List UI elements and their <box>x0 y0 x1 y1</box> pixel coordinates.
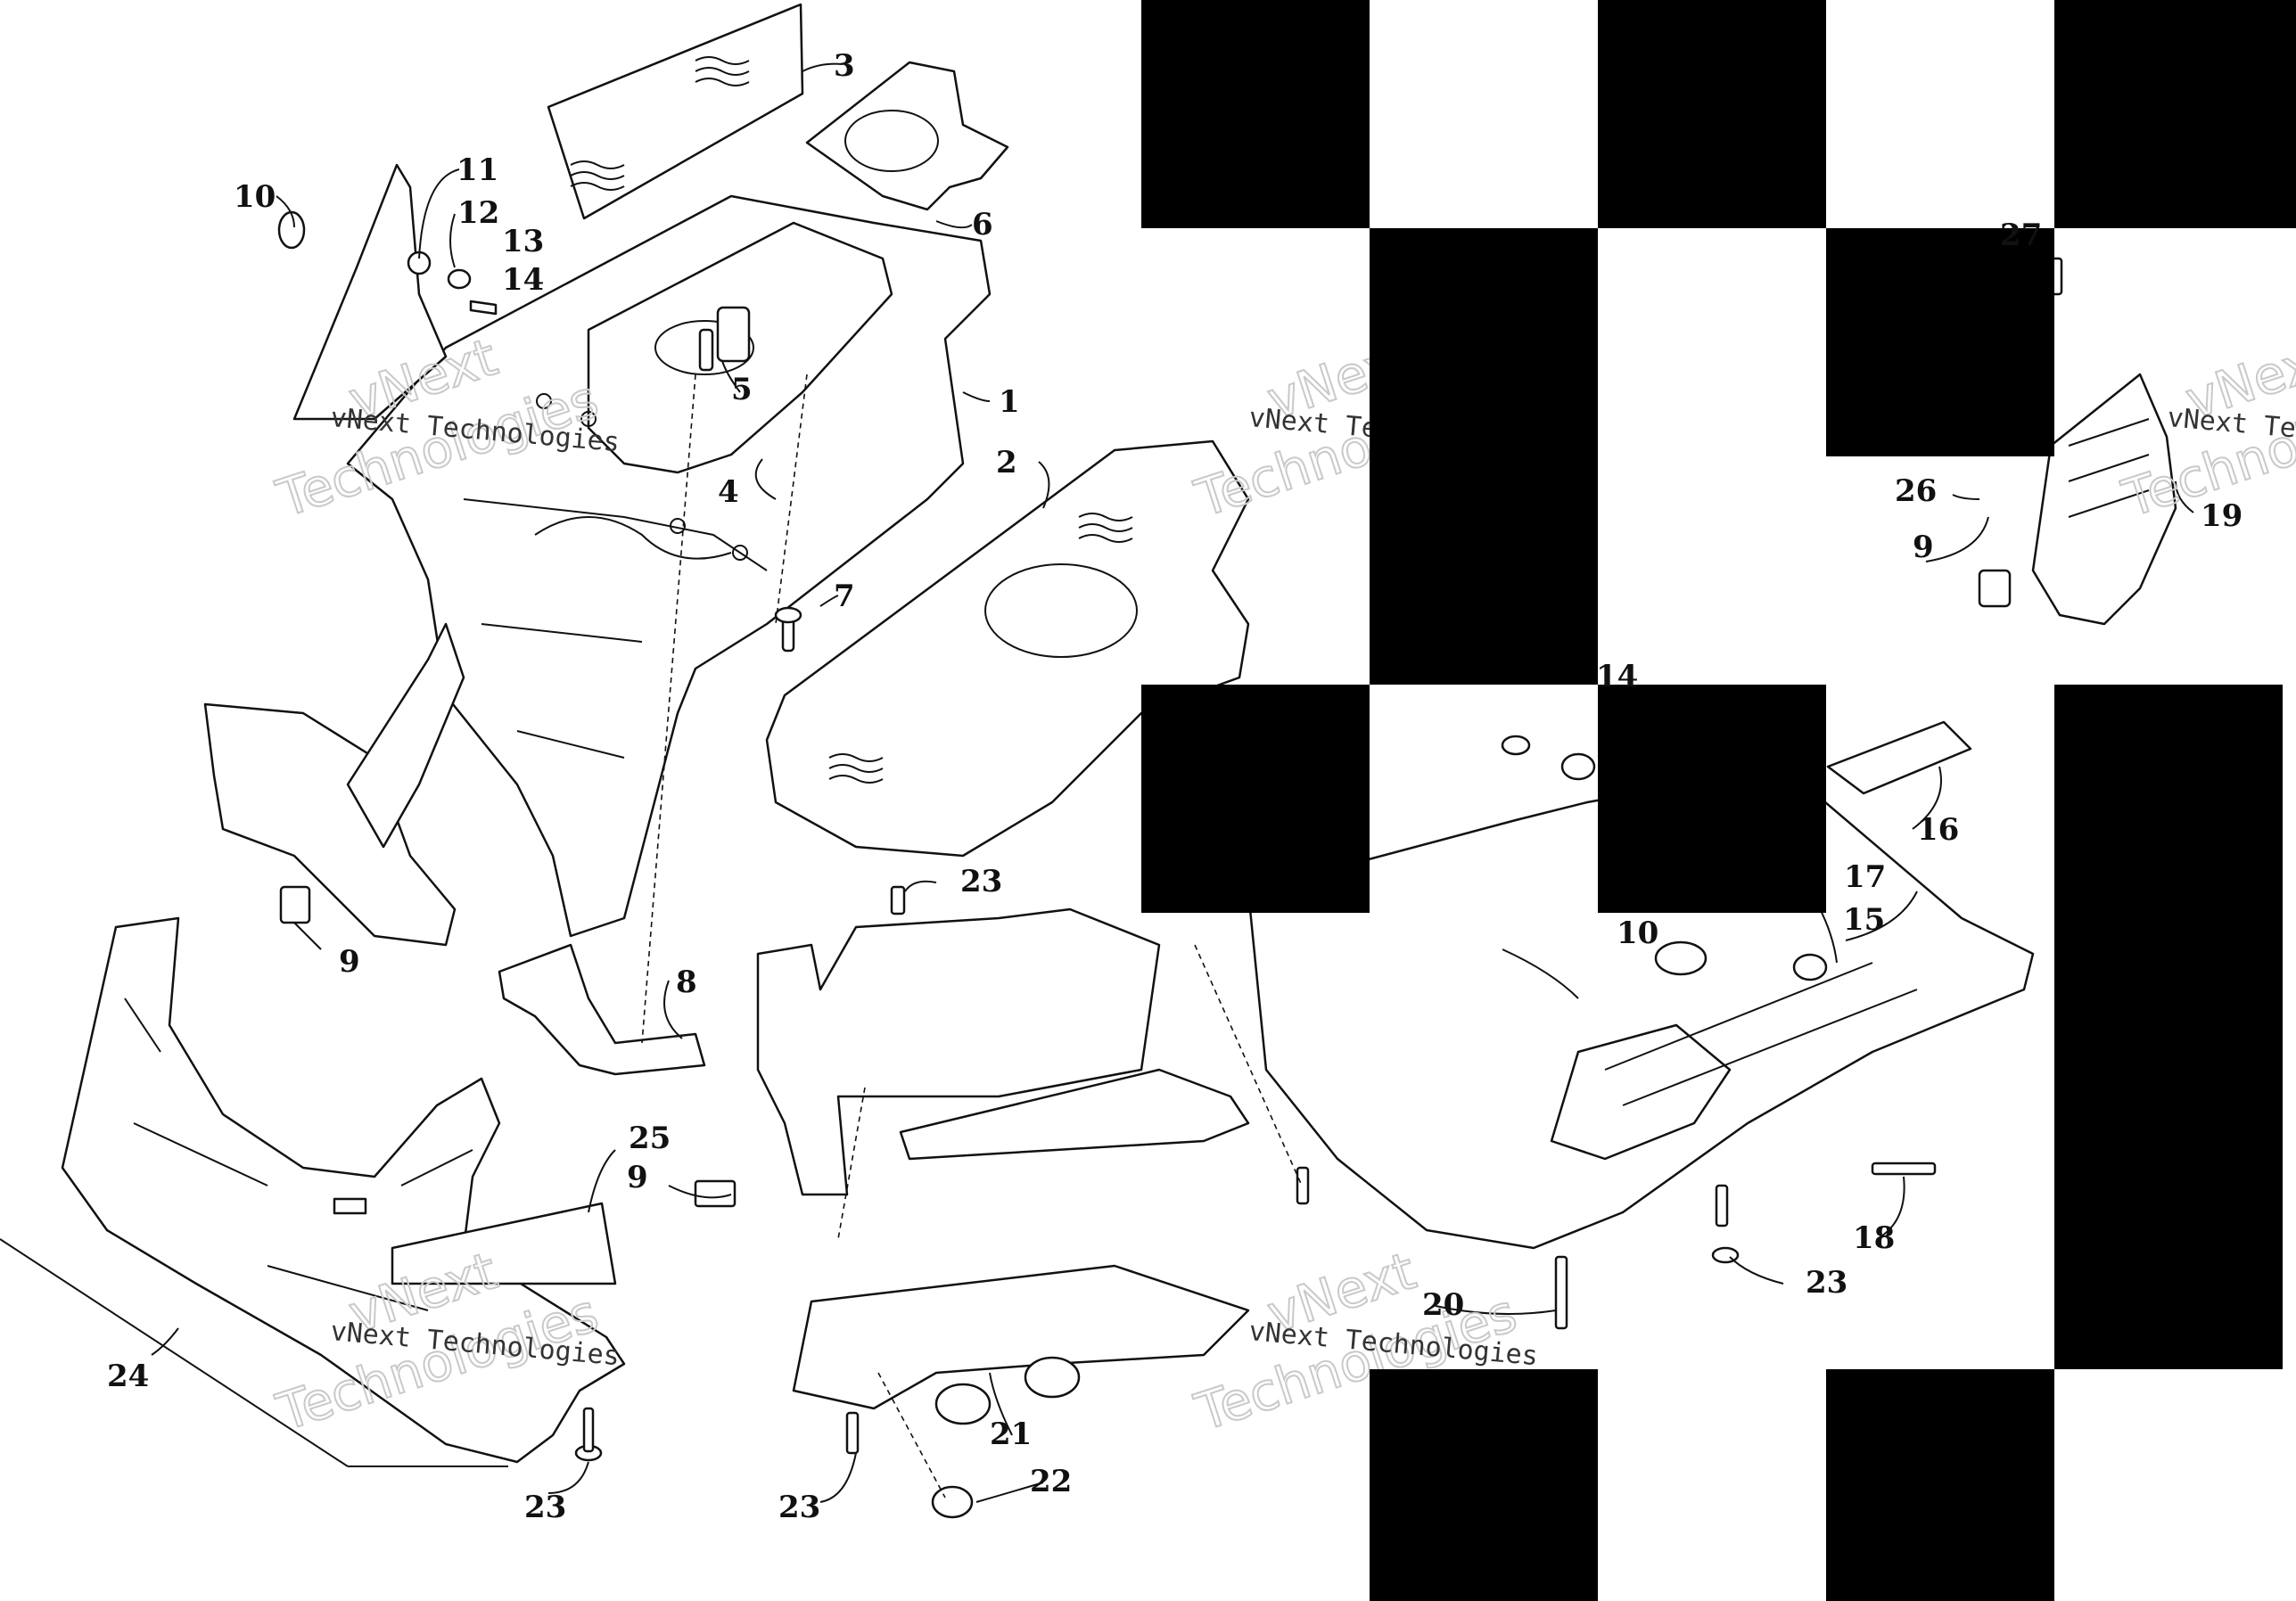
callout-4: 4 <box>718 474 739 510</box>
callout-26: 26 <box>1895 473 1937 509</box>
callout-3: 3 <box>834 48 855 84</box>
fasteners-5-7 <box>698 328 802 653</box>
callout-24: 24 <box>107 1359 149 1394</box>
callout-11: 11 <box>457 152 498 188</box>
callout-16: 16 <box>1917 812 1959 848</box>
callout-9-center: 9 <box>627 1160 648 1195</box>
part-8-bracket <box>498 943 706 1076</box>
occlusion-blocks <box>1141 0 2296 1601</box>
callout-17: 17 <box>1844 859 1886 895</box>
callout-labels: 1 2 3 4 5 6 7 8 9 9 9 10 10 11 12 13 14 … <box>107 48 2243 1525</box>
part-15-footrest <box>1247 720 2035 1250</box>
part-25-plate <box>391 1202 617 1285</box>
callout-21: 21 <box>990 1416 1032 1452</box>
callout-leaders <box>151 62 2194 1503</box>
callout-13: 13 <box>502 224 544 259</box>
callout-7: 7 <box>834 579 855 614</box>
callout-19: 19 <box>2201 498 2243 534</box>
callout-9-left: 9 <box>339 944 360 980</box>
callout-23-right: 23 <box>1806 1265 1847 1301</box>
callout-10-right: 10 <box>1617 915 1658 951</box>
callout-2: 2 <box>996 445 1017 480</box>
callout-22: 22 <box>1030 1464 1072 1499</box>
part-1-main-body <box>346 194 992 938</box>
callout-20: 20 <box>1422 1287 1464 1323</box>
callout-8: 8 <box>676 965 697 1000</box>
callout-14-left: 14 <box>502 262 544 298</box>
callout-1: 1 <box>999 384 1020 420</box>
part-3-panel <box>547 3 804 220</box>
callout-15: 15 <box>1843 902 1885 938</box>
callout-14-right: 14 <box>1596 659 1638 694</box>
part-6-gasket <box>805 61 1009 211</box>
callout-23-center: 23 <box>778 1490 820 1525</box>
callout-18: 18 <box>1853 1220 1895 1256</box>
callout-25: 25 <box>629 1121 671 1156</box>
callout-12: 12 <box>457 195 499 231</box>
callout-23-top: 23 <box>960 864 1002 899</box>
callout-9-right: 9 <box>1913 530 1934 565</box>
center-lower-assembly <box>574 885 1740 1519</box>
callout-27: 27 <box>2000 218 2042 253</box>
callout-10-left: 10 <box>234 179 276 215</box>
part-24-lower-shroud <box>61 916 626 1464</box>
left-side-panel <box>203 163 498 947</box>
callout-6: 6 <box>972 207 993 242</box>
callout-5: 5 <box>731 372 753 407</box>
callout-23-left: 23 <box>524 1490 566 1525</box>
alignment-lines <box>0 374 1303 1498</box>
